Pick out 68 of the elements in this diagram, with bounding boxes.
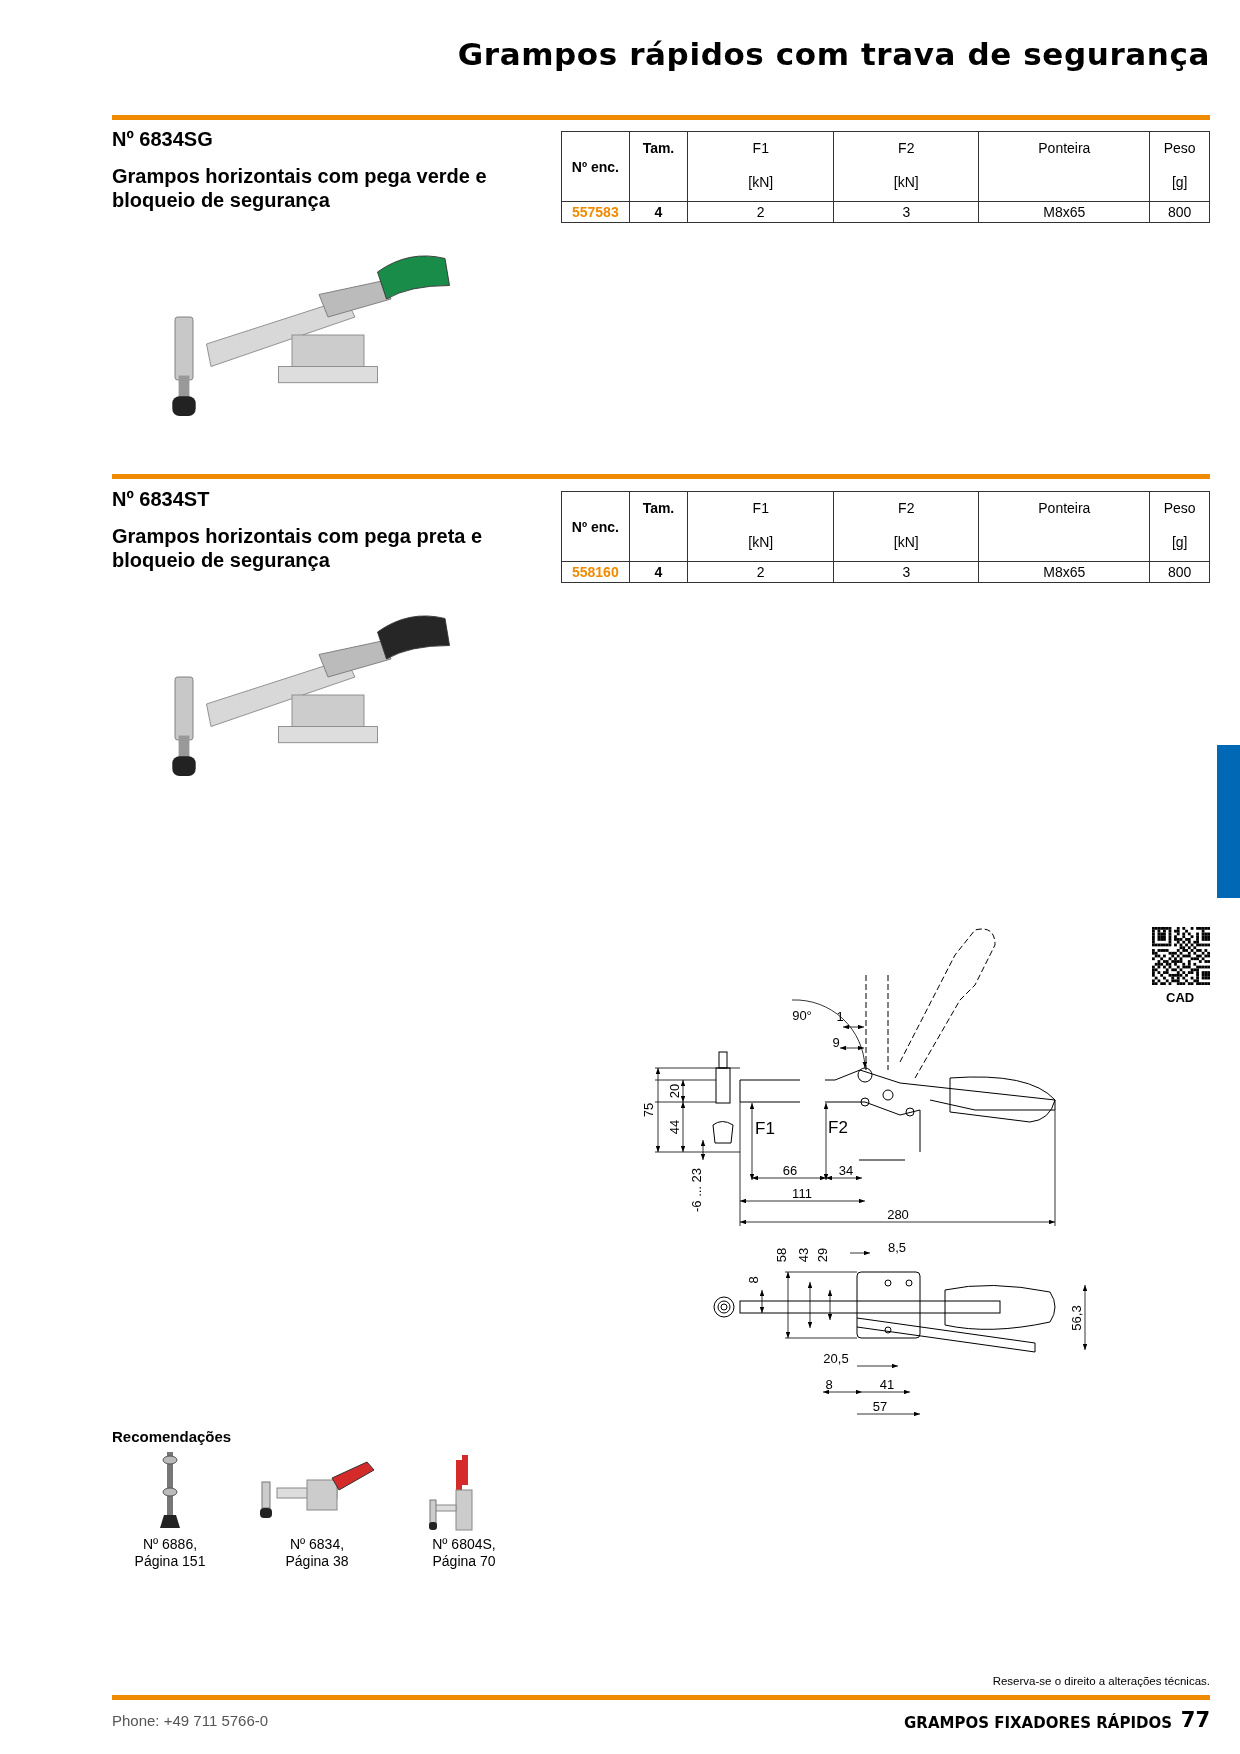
dimension-label: 66 [782,1163,798,1177]
unit-label: [g] [1170,534,1189,550]
dimension-label: 58 [774,1247,788,1263]
table-cell: 800 [1149,561,1210,583]
table-header-cell: Nº enc. [561,131,630,202]
contact-line: Phone: +49 711 5766-0 [112,1712,269,1729]
footer-section-title: GRAMPOS FIXADORES RÁPIDOS [904,1714,1172,1732]
table-cell: 4 [629,201,688,223]
footnote: Reserva-se o direito a alterações técnicas. [992,1675,1210,1687]
dimension-label: 57 [872,1399,888,1413]
product-reference: Nº 6886, Página 151 [133,1536,207,1570]
dimension-label: 90° [792,1008,812,1022]
dimension-label: 111 [792,1186,812,1200]
column-heading: F1 [751,500,770,516]
order-number-cell: 558160 [561,561,630,583]
column-heading: Peso [1162,500,1197,516]
table-header-cell: Tam. [629,131,688,202]
column-heading: F2 [897,140,916,156]
table-header-cell: Tam. [629,491,688,562]
unit-label: [kN] [892,534,920,550]
unit-label: [kN] [747,174,775,190]
section-heading: Recomendações [112,1428,232,1445]
table-cell: 3 [833,201,979,223]
table-cell: 800 [1149,201,1210,223]
column-heading: Peso [1162,140,1197,156]
dimension-label: 43 [796,1247,810,1263]
dimension-label: 34 [838,1163,854,1177]
unit-label: [kN] [747,534,775,550]
page-title: Grampos rápidos com trava de segurança [457,36,1210,72]
unit-label: [g] [1170,174,1189,190]
unit-label: [kN] [892,174,920,190]
product-description: Grampos horizontais com pega preta e bloqueio de segurança [112,524,484,572]
table-header-cell: Nº enc. [561,491,630,562]
force-label: F2 [828,1118,848,1136]
page-number: 77 [1180,1708,1210,1732]
table-cell: 3 [833,561,979,583]
dimension-label: 29 [815,1247,829,1263]
dimension-label: 44 [667,1119,681,1135]
table-header-cell: Ponteira [978,491,1150,562]
dimension-label: 8 [825,1377,833,1391]
dimension-label: -6 ... 23 [689,1167,703,1213]
side-tab [1217,745,1240,898]
dimension-label: 1 [836,1009,844,1023]
dimension-label: 9 [832,1035,840,1049]
dimension-label: 280 [887,1207,909,1221]
column-heading: F2 [897,500,916,516]
column-heading: F1 [751,140,770,156]
table-header-cell: Ponteira [978,131,1150,202]
product-reference: Nº 6804S, Página 70 [431,1536,497,1570]
table-cell: M8x65 [978,561,1150,583]
cad-label: CAD [1166,990,1195,1005]
table-cell: M8x65 [978,201,1150,223]
order-number-cell: 557583 [561,201,630,223]
dimension-label: 8 [746,1276,760,1284]
product-number: Nº 6834SG [112,128,213,151]
table-cell: 2 [687,561,834,583]
product-description: Grampos horizontais com pega verde e bloqueio de segurança [112,164,488,212]
table-cell: 4 [629,561,688,583]
product-reference: Nº 6834, Página 38 [284,1536,350,1570]
dimension-label: 20 [667,1083,681,1099]
product-number: Nº 6834ST [112,488,210,511]
dimension-label: 8,5 [887,1240,907,1254]
dimension-label: 20,5 [823,1351,849,1365]
table-cell: 2 [687,201,834,223]
force-label: F1 [755,1119,775,1137]
dimension-label: 56,3 [1069,1305,1083,1331]
dimension-label: 41 [879,1377,895,1391]
dimension-label: 75 [641,1102,655,1118]
